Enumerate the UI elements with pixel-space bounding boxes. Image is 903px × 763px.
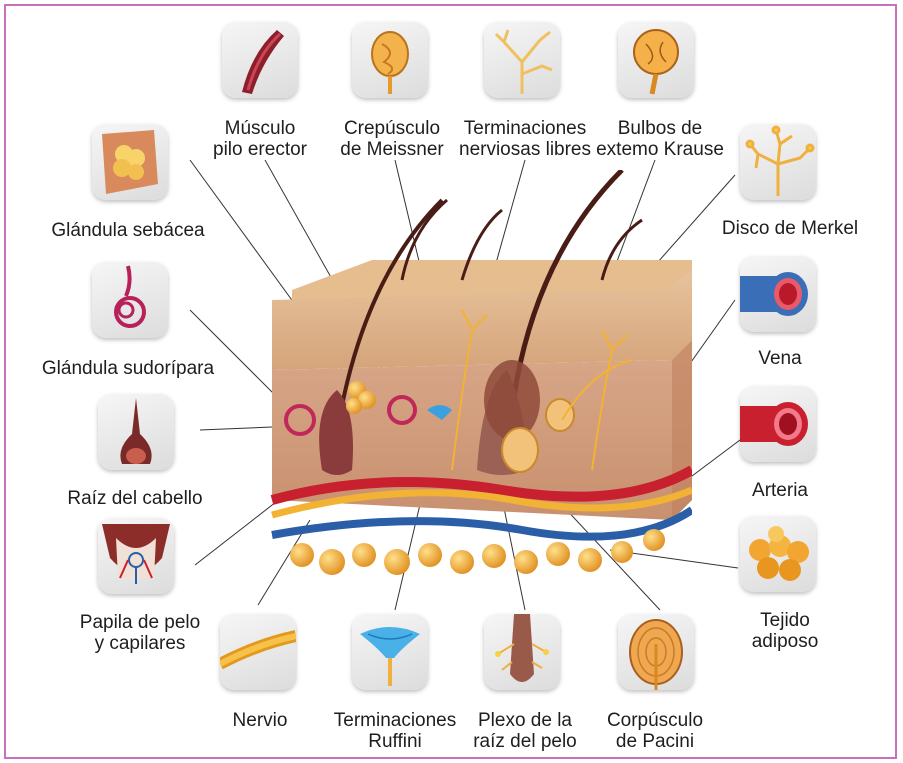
label-raiz: Raíz del cabello xyxy=(30,488,240,509)
artery-icon xyxy=(740,386,816,462)
krause-bulb-icon xyxy=(618,22,694,98)
label-arteria: Arteria xyxy=(730,480,830,501)
adipose-tissue-icon xyxy=(740,516,816,592)
label-sudoripara: Glándula sudorípara xyxy=(8,358,248,379)
free-nerve-endings-icon xyxy=(484,22,560,98)
muscle-bundle xyxy=(484,360,540,440)
skin-cross-section xyxy=(262,170,692,590)
label-vena: Vena xyxy=(730,348,830,369)
label-sebacea: Glándula sebácea xyxy=(18,220,238,241)
pacinian-corpuscle-icon xyxy=(618,614,694,690)
label-nervio: Nervio xyxy=(205,710,315,731)
sweat-gland-icon xyxy=(92,262,168,338)
krause-bulb xyxy=(546,399,574,431)
pacinian-corpuscle xyxy=(502,428,538,472)
nerve-icon xyxy=(220,614,296,690)
ruffini-ending-icon xyxy=(352,614,428,690)
label-merkel: Disco de Merkel xyxy=(700,218,880,239)
hair-root-icon xyxy=(98,394,174,470)
hair-papilla-icon xyxy=(98,518,174,594)
hair-root-plexus-icon xyxy=(484,614,560,690)
muscle-icon xyxy=(222,22,298,98)
vein-icon xyxy=(740,256,816,332)
sebaceous-gland-icon xyxy=(92,124,168,200)
meissner-corpuscle-icon xyxy=(352,22,428,98)
merkel-disc-icon xyxy=(740,124,816,200)
